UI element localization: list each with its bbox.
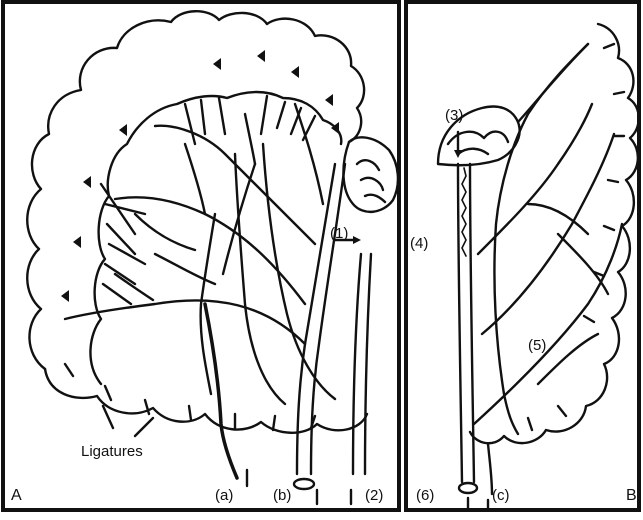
panel-a: (1) (2) (a) (b) Ligatures A [1, 0, 401, 512]
panel-b-drawing [408, 4, 641, 512]
ligature-ticks-b [528, 44, 624, 430]
bowel-outline-bottom [45, 369, 367, 433]
panel-a-letter: A [11, 488, 22, 504]
side-vessel-1 [353, 254, 361, 474]
vessel-cut-end-b [459, 483, 477, 493]
label-6: (6) [416, 488, 434, 503]
bowel-right-inner [494, 44, 588, 434]
bowel-outline-inner [90, 92, 341, 384]
arrow-3-head [454, 150, 462, 158]
label-b: (b) [273, 488, 291, 503]
bowel-right-loop [235, 154, 285, 404]
arcade-vessels-left [101, 184, 145, 304]
branch-8 [135, 214, 195, 250]
label-a: (a) [215, 488, 233, 503]
vessel-cut-end [294, 479, 314, 489]
resected-bowel-end [343, 137, 398, 212]
bottom-arrows [247, 470, 351, 504]
branch-1 [65, 300, 305, 344]
bowel-right-inner [263, 144, 335, 399]
label-5: (5) [528, 338, 546, 353]
label-1: (1) [330, 226, 348, 241]
label-c: (c) [492, 488, 510, 503]
mesentery-vessel-2 [482, 134, 614, 334]
branch-9 [185, 144, 205, 214]
label-4: (4) [410, 236, 428, 251]
branch-5 [201, 214, 215, 394]
bowel-inner-arc [518, 44, 588, 122]
label-2: (2) [365, 488, 383, 503]
panel-b: (3) (4) (5) (6) (c) B [404, 0, 641, 512]
side-vessel-2 [365, 254, 371, 474]
panel-b-letter: B [626, 488, 637, 504]
main-vessel-1 [297, 164, 335, 474]
ligature-arrow-2 [135, 418, 153, 436]
label-3: (3) [445, 108, 463, 123]
mesentery-vessel-4 [538, 334, 598, 384]
branch-6 [223, 164, 255, 274]
branch-10 [245, 114, 255, 164]
panel-a-drawing [5, 4, 401, 512]
ligatures-label: Ligatures [81, 444, 143, 459]
vessel-trunk-1 [458, 164, 462, 482]
branch-4 [295, 104, 323, 204]
suture-line [462, 168, 466, 256]
